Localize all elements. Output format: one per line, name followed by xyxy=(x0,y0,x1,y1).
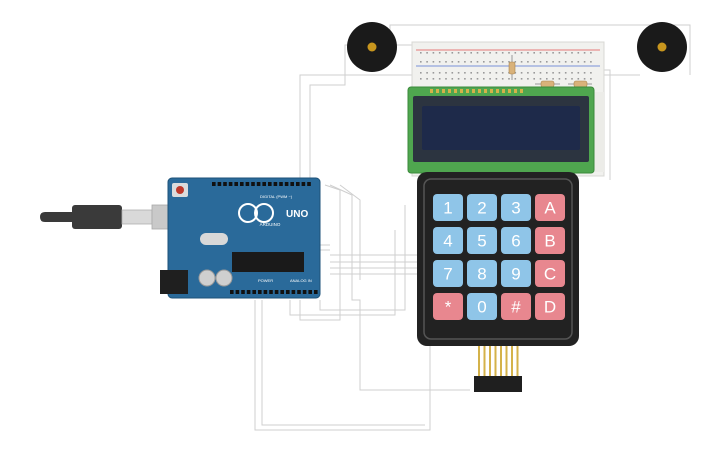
key-label: 8 xyxy=(477,265,486,284)
key-button[interactable]: 7 xyxy=(433,260,463,287)
key-label: 3 xyxy=(511,199,520,218)
right-buzzer[interactable] xyxy=(637,22,687,72)
keypad-frame xyxy=(423,178,573,340)
key-label: 4 xyxy=(443,232,452,251)
wire[interactable] xyxy=(261,300,425,426)
keypad-ribbon xyxy=(474,346,522,392)
key-label: 2 xyxy=(477,199,486,218)
wire[interactable] xyxy=(339,184,361,280)
lcd-header-pins xyxy=(430,89,523,93)
buzzer-center xyxy=(367,42,377,52)
capacitor xyxy=(198,269,216,287)
key-label: D xyxy=(544,298,556,317)
lcd-screen xyxy=(422,106,580,150)
key-label: * xyxy=(445,298,452,317)
arduino-logo-icon xyxy=(238,203,258,223)
key-button[interactable]: 1 xyxy=(433,194,463,221)
key-label: A xyxy=(544,199,556,218)
key-label: # xyxy=(511,298,521,317)
wire[interactable] xyxy=(319,205,406,311)
wire[interactable] xyxy=(329,184,470,391)
arduino-uno[interactable]: ARDUINO UNO DIGITAL (PWM ~) POWER ANALOG… xyxy=(160,177,321,299)
wire[interactable] xyxy=(254,300,431,431)
capacitor xyxy=(215,269,233,287)
digital-label: DIGITAL (PWM ~) xyxy=(260,194,293,199)
key-button[interactable]: 5 xyxy=(467,227,497,254)
crystal xyxy=(200,233,228,245)
analog-label: ANALOG IN xyxy=(290,278,312,283)
arduino-model: UNO xyxy=(286,209,308,220)
key-button[interactable]: 9 xyxy=(501,260,531,287)
wire[interactable] xyxy=(299,184,341,321)
lcd-display[interactable] xyxy=(407,86,595,174)
wire[interactable] xyxy=(289,230,396,316)
key-button[interactable]: * xyxy=(433,293,463,320)
atmega-chip xyxy=(232,252,304,272)
buzzer-center xyxy=(657,42,667,52)
arduino-logo-icon xyxy=(254,203,274,223)
keypad-connector[interactable] xyxy=(474,376,522,392)
key-label: B xyxy=(544,232,555,251)
key-button[interactable]: 2 xyxy=(467,194,497,221)
keypad-4x4[interactable]: 1 2 3 A 4 5 6 B 7 8 9 C * 0 # D xyxy=(417,172,579,392)
key-label: 0 xyxy=(477,298,486,317)
key-button[interactable]: D xyxy=(535,293,565,320)
key-button[interactable]: A xyxy=(535,194,565,221)
key-label: 5 xyxy=(477,232,486,251)
digital-header xyxy=(212,182,311,186)
wire[interactable] xyxy=(299,74,412,190)
key-button[interactable]: C xyxy=(535,260,565,287)
breadboard-holes xyxy=(420,52,592,80)
power-label: POWER xyxy=(258,278,273,283)
key-label: 9 xyxy=(511,265,520,284)
arduino-brand: ARDUINO xyxy=(260,222,281,227)
usb-connector xyxy=(121,209,153,225)
reset-button-icon xyxy=(176,186,184,194)
key-label: 6 xyxy=(511,232,520,251)
usb-plug xyxy=(72,205,122,229)
left-buzzer[interactable] xyxy=(347,22,397,72)
key-button[interactable]: 3 xyxy=(501,194,531,221)
key-button[interactable]: 8 xyxy=(467,260,497,287)
keypad-keys: 1 2 3 A 4 5 6 B 7 8 9 C * 0 # D xyxy=(433,194,565,320)
usb-cable[interactable] xyxy=(40,204,175,230)
usb-cable-icon xyxy=(40,212,72,222)
key-button[interactable]: B xyxy=(535,227,565,254)
resistor[interactable] xyxy=(508,55,516,80)
key-button[interactable]: 4 xyxy=(433,227,463,254)
key-label: C xyxy=(544,265,556,284)
key-label: 7 xyxy=(443,265,452,284)
power-analog-header xyxy=(230,290,318,294)
power-jack xyxy=(160,270,188,294)
key-label: 1 xyxy=(443,199,452,218)
key-button[interactable]: # xyxy=(501,293,531,320)
key-button[interactable]: 0 xyxy=(467,293,497,320)
key-button[interactable]: 6 xyxy=(501,227,531,254)
